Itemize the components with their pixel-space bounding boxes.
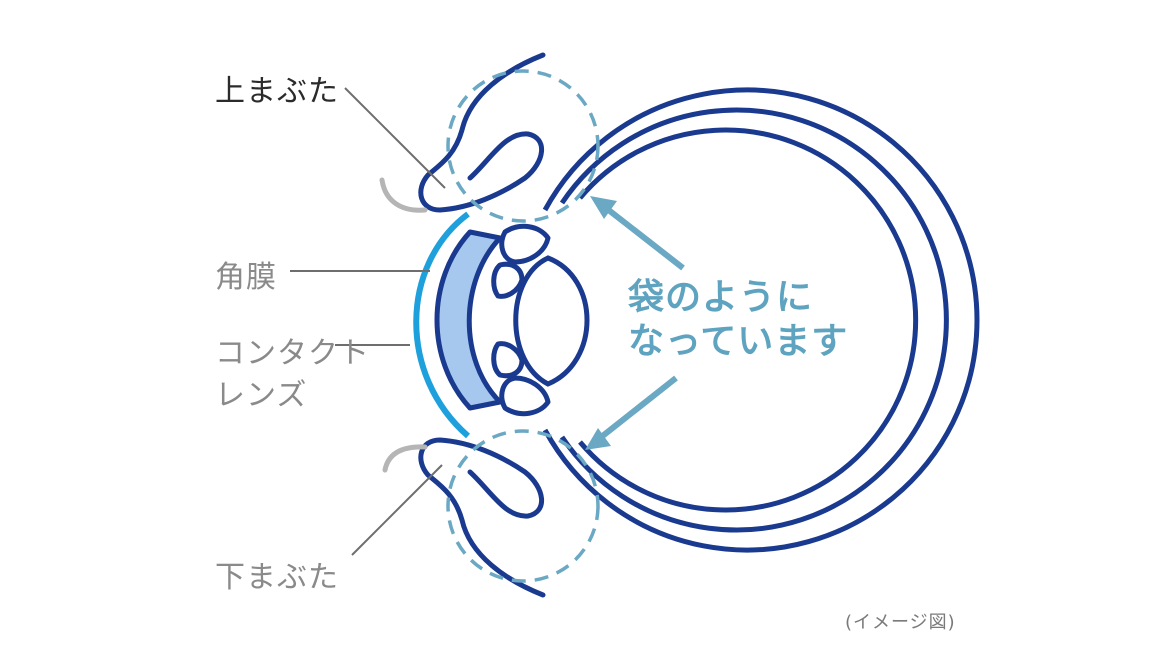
lower-eyelid <box>418 437 546 598</box>
eyeball <box>542 87 980 553</box>
upper-eyelid <box>418 52 546 213</box>
crystalline-lens <box>513 255 590 387</box>
pouch-circles <box>446 69 600 583</box>
pouch-annotation-line2: なっています <box>628 321 849 362</box>
upper-eyelash <box>379 177 428 213</box>
eyelashes <box>379 177 428 473</box>
leader-lines <box>290 87 446 556</box>
eyeball-middle-ring <box>559 107 949 533</box>
upper-eyelid-label: 上まぶた <box>215 74 339 109</box>
eyeball-inner-ring <box>578 127 919 513</box>
eyeball-outer-ring <box>542 87 980 553</box>
eyelids <box>418 52 546 598</box>
upper-ciliary-fold <box>491 261 525 299</box>
lower-ciliary-fold <box>491 341 525 379</box>
cornea <box>434 229 503 411</box>
contact-lens <box>413 211 470 439</box>
lower-arrow-head <box>585 428 611 450</box>
upper-arrow-head <box>590 196 617 219</box>
lower-eyelid-leader <box>351 464 443 556</box>
contact-lens-label-line2: レンズ <box>215 378 308 413</box>
lower-pouch-circle <box>446 429 600 583</box>
pouch-annotation: 袋のように なっています <box>628 276 848 364</box>
upper-pouch-circle <box>446 69 600 223</box>
image-note: (イメージ図) <box>845 612 956 633</box>
pouch-arrows <box>585 196 685 450</box>
upper-arrow-shaft <box>604 205 685 271</box>
lower-eyelid-label: 下まぶた <box>215 560 339 595</box>
lower-iris-fold <box>499 375 551 417</box>
lower-arrow-shaft <box>598 375 678 441</box>
upper-eyelid-leader <box>344 87 446 189</box>
contact-lens-label-line1: コンタクト <box>215 336 370 371</box>
cornea-label: 角膜 <box>215 260 277 295</box>
contact-lens-label: コンタクト レンズ <box>215 333 370 417</box>
upper-iris-fold <box>499 223 551 265</box>
pouch-annotation-line1: 袋のように <box>628 277 814 318</box>
iris <box>491 223 551 417</box>
lower-eyelash <box>382 444 428 473</box>
